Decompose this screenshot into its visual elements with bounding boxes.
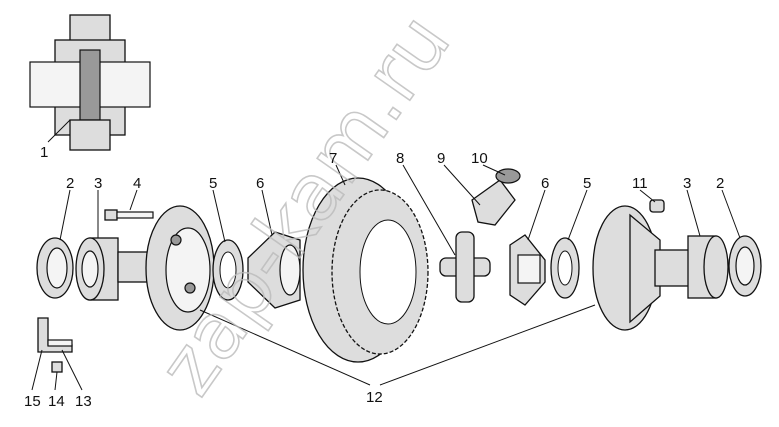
- callout-6-right: 6: [541, 175, 549, 192]
- callout-14: 14: [48, 393, 65, 410]
- lock-plate: [37, 317, 73, 373]
- callout-9: 9: [437, 150, 445, 167]
- callout-4: 4: [133, 175, 141, 192]
- plug: [649, 199, 665, 213]
- bearing-left: [75, 237, 119, 301]
- case-half-left: [117, 205, 215, 331]
- callout-5: 5: [209, 175, 217, 192]
- case-half-right: [592, 205, 691, 331]
- ring-gear: [302, 177, 429, 363]
- callout-15: 15: [24, 393, 41, 410]
- leader-line: [47, 119, 71, 143]
- callout-7: 7: [329, 150, 337, 167]
- pinion-gear: [471, 179, 516, 226]
- callout-10: 10: [471, 150, 488, 167]
- assembled-differential: [29, 14, 151, 151]
- callout-2: 2: [66, 175, 74, 192]
- thrust-washer-left: [212, 239, 244, 301]
- bearing-nut-right: [728, 235, 762, 297]
- side-gear-right: [509, 234, 546, 306]
- bearing-right: [687, 235, 729, 299]
- callout-2-right: 2: [716, 175, 724, 192]
- callout-6: 6: [256, 175, 264, 192]
- pinion-washer: [495, 168, 521, 184]
- callout-11: 11: [632, 175, 648, 192]
- bolt: [104, 209, 154, 221]
- callout-3: 3: [94, 175, 102, 192]
- spider-cross: [439, 231, 491, 303]
- callout-1: 1: [40, 144, 48, 161]
- leader-lines: [31, 164, 741, 391]
- side-gear-left: [247, 231, 301, 309]
- callout-8: 8: [396, 150, 404, 167]
- callout-12: 12: [366, 389, 383, 406]
- callout-3-right: 3: [683, 175, 691, 192]
- bearing-nut-left: [36, 237, 74, 299]
- callout-13: 13: [75, 393, 92, 410]
- thrust-washer-right: [550, 237, 580, 299]
- watermark: zap-kam.ru: [142, 0, 468, 411]
- callout-5-right: 5: [583, 175, 591, 192]
